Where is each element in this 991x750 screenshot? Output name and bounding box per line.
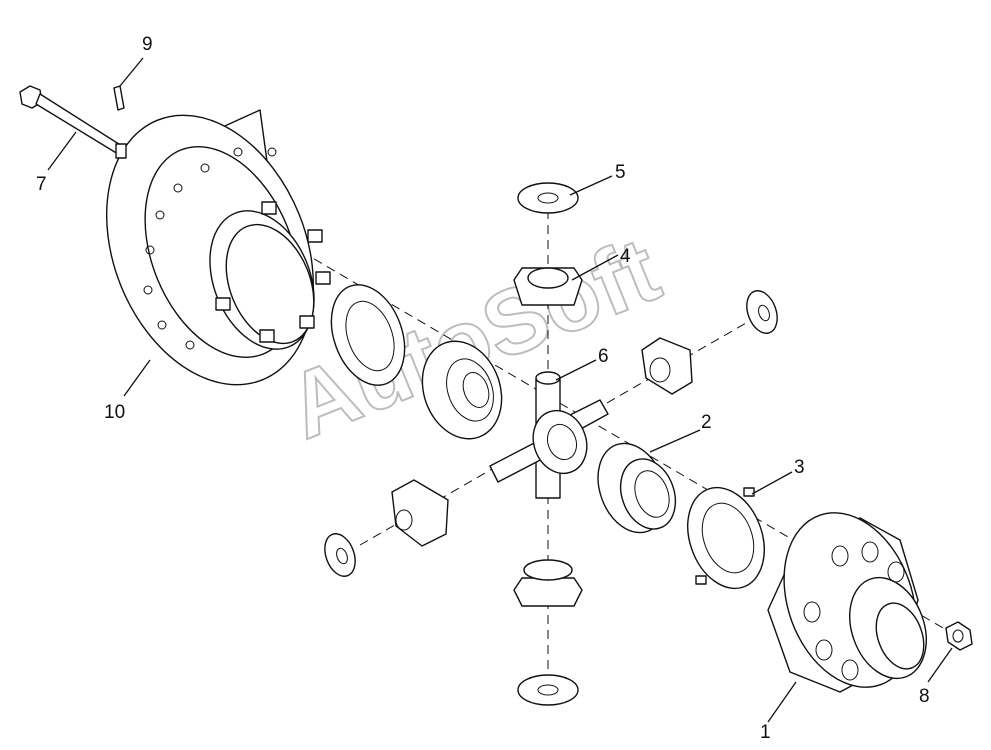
- thrust-washer-top: [517, 182, 579, 214]
- thrust-washer-right: [687, 486, 765, 590]
- leader-lines: [47, 57, 953, 723]
- callout-labels: 1 2 3 4 5 6 7 8 9 10: [36, 34, 930, 743]
- callout-5: 5: [615, 162, 626, 183]
- pin: [113, 85, 127, 159]
- callout-1: 1: [760, 722, 771, 743]
- thrust-washer-right-pinion: [746, 290, 778, 334]
- thrust-washer-left: [330, 284, 406, 386]
- pinion-gear-right: [641, 337, 693, 395]
- pinion-gear-top: [513, 267, 583, 306]
- thrust-washer-left-pinion: [324, 533, 356, 577]
- callout-3: 3: [794, 457, 805, 478]
- differential-case: [767, 512, 927, 693]
- callout-2: 2: [701, 412, 712, 433]
- side-gear-right: [597, 442, 677, 534]
- callout-10: 10: [104, 402, 125, 423]
- callout-7: 7: [36, 174, 47, 195]
- thrust-washer-bottom: [517, 674, 579, 706]
- callout-6: 6: [598, 346, 609, 367]
- side-gear-left: [421, 340, 503, 440]
- pinion-gear-left: [391, 479, 449, 547]
- bolt: [19, 85, 123, 155]
- callout-4: 4: [620, 246, 631, 267]
- pinion-gear-bottom: [513, 559, 583, 607]
- nut: [945, 621, 973, 651]
- flange-case-half: [105, 109, 331, 386]
- differential-spider: [489, 371, 609, 499]
- callout-8: 8: [919, 686, 930, 707]
- callout-9: 9: [142, 34, 153, 55]
